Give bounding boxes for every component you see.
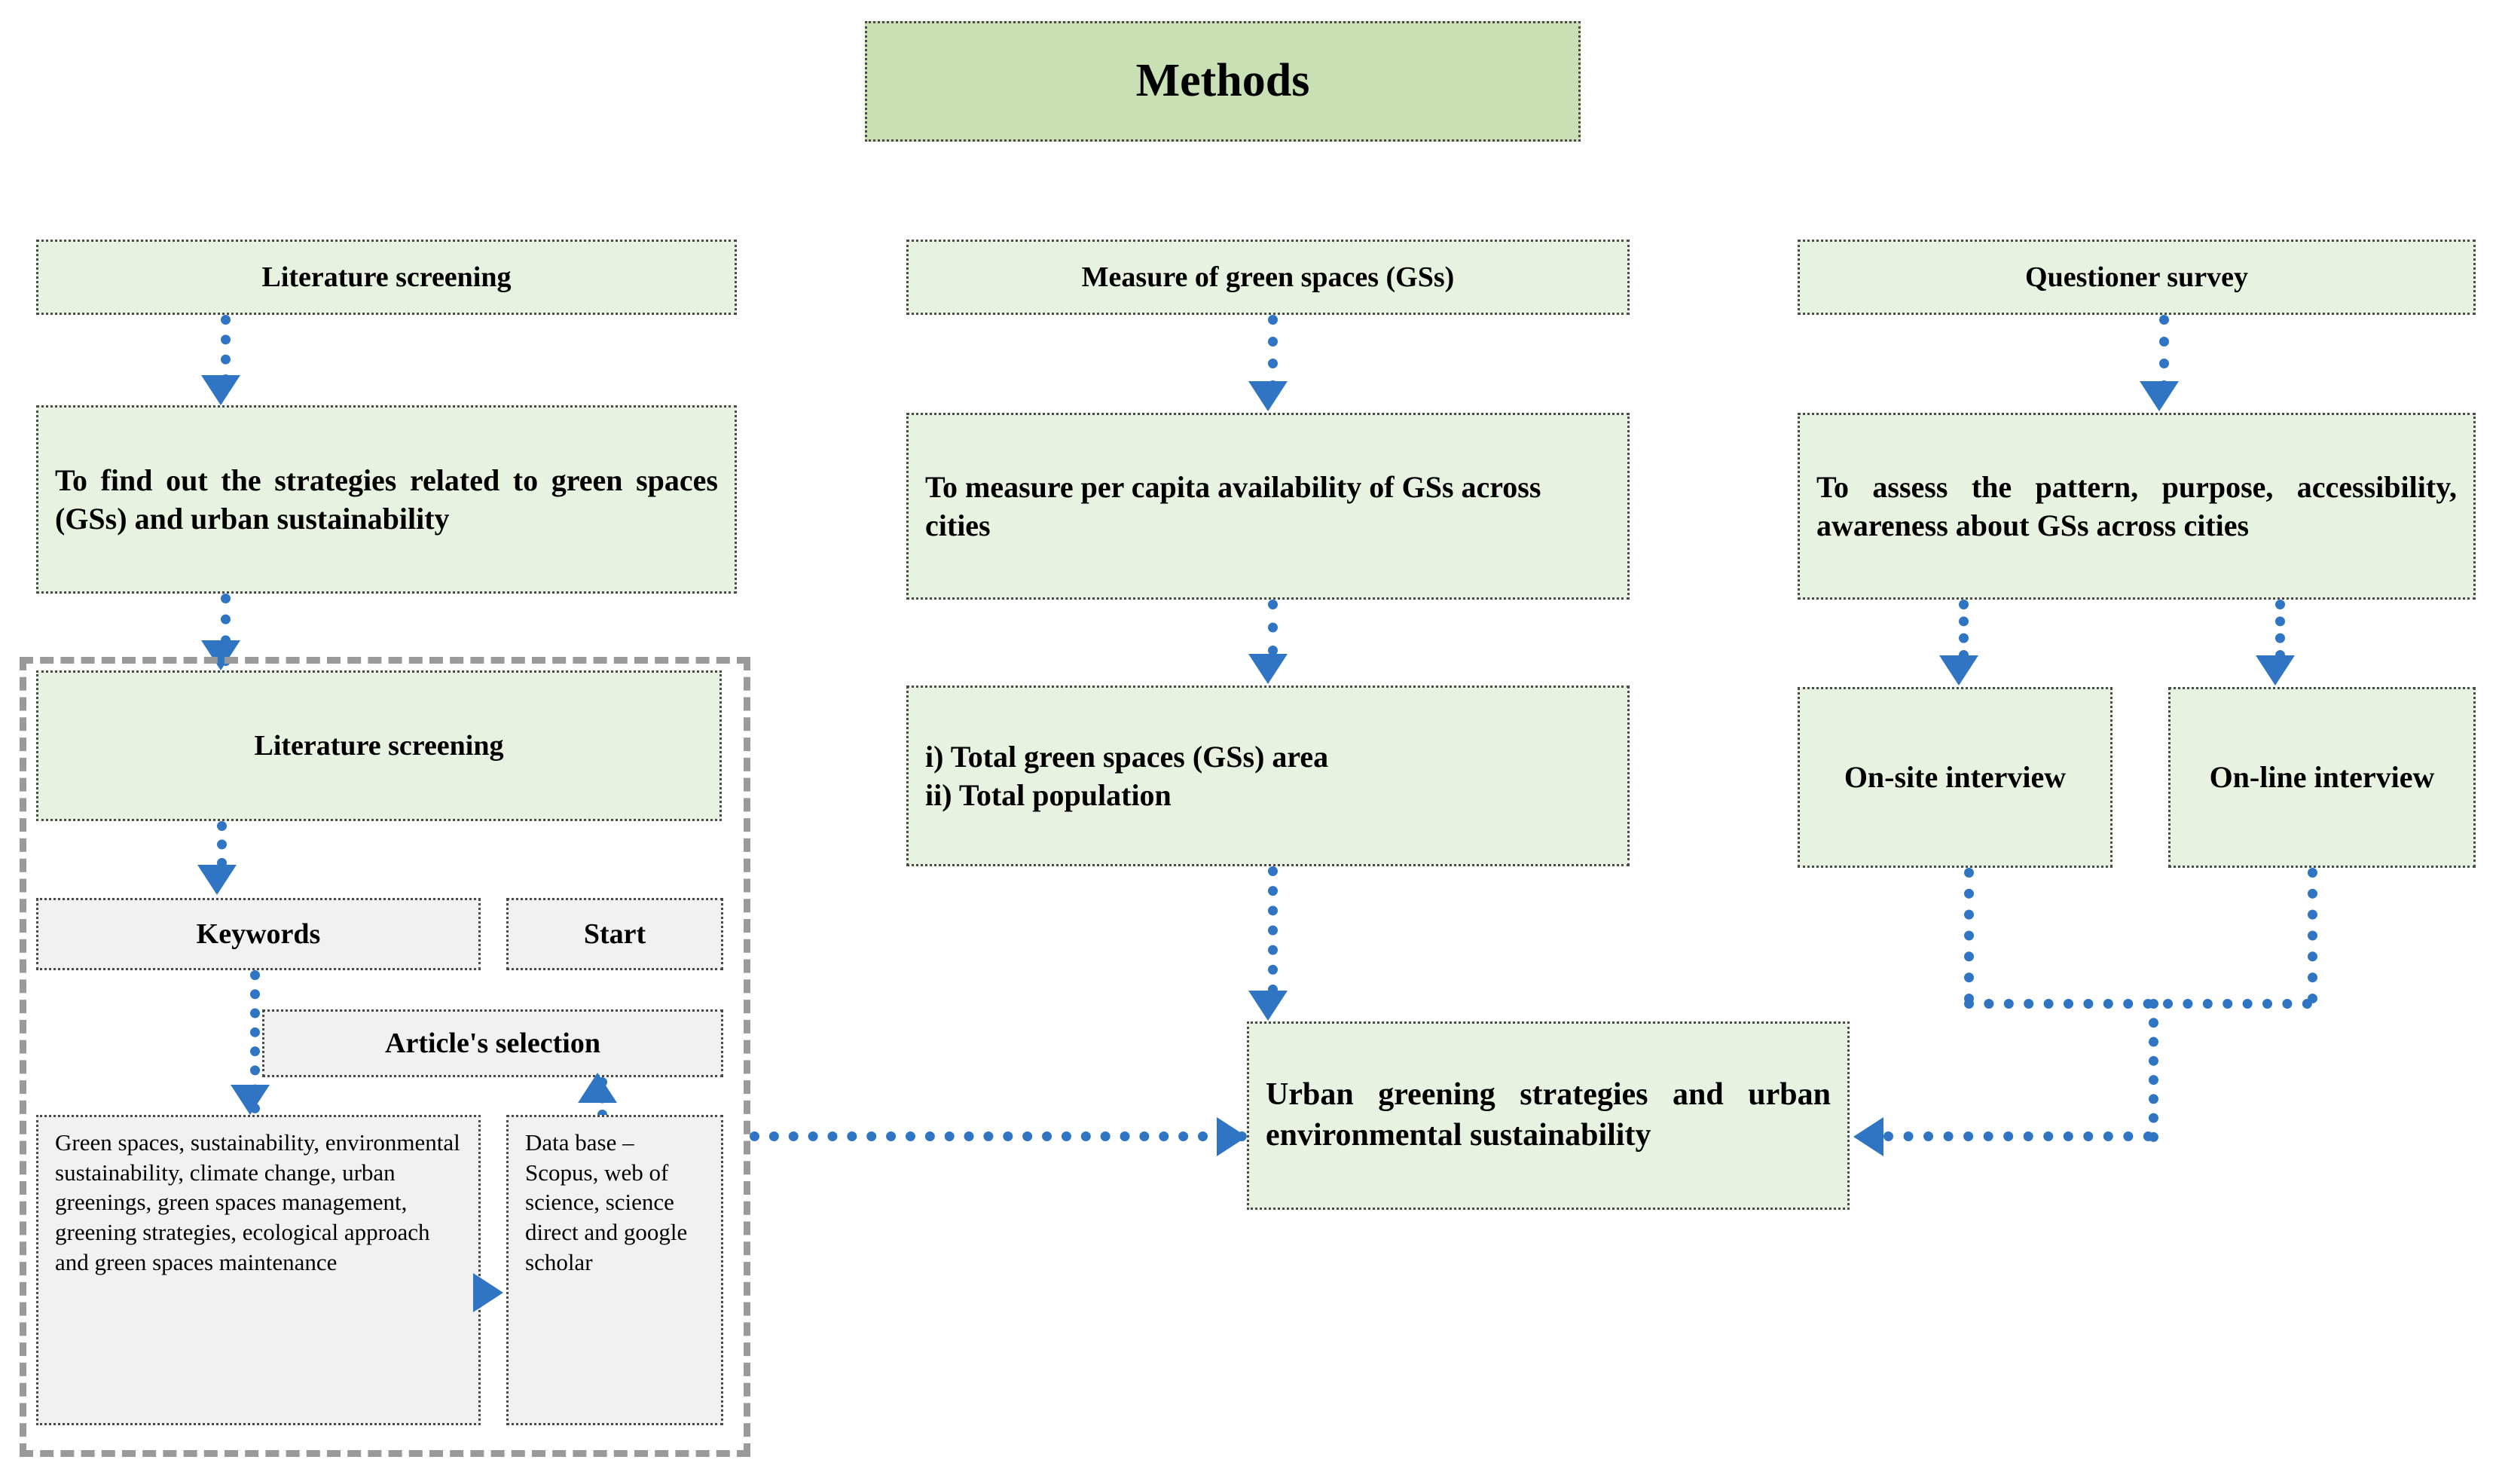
totals-line-1: i) Total green spaces (GSs) area	[925, 739, 1329, 774]
connector-questioner-to-objective	[2159, 315, 2169, 390]
arrowhead-left-icon	[1853, 1117, 1883, 1156]
arrowhead-down-icon	[201, 640, 240, 670]
node-literature-screening-top[interactable]: Literature screening	[36, 240, 737, 315]
arrowhead-down-icon	[1248, 381, 1288, 411]
connector-merge-down	[2149, 999, 2158, 1142]
connector-assess-to-online	[2275, 600, 2285, 660]
arrowhead-down-icon	[2140, 381, 2179, 411]
group-container-literature-screening	[20, 657, 750, 1457]
node-measure-green-spaces[interactable]: Measure of green spaces (GSs)	[906, 240, 1630, 315]
connector-merge-to-outcome	[1883, 1131, 2153, 1141]
connector-assess-to-onsite	[1959, 600, 1969, 660]
connector-objective-to-totals	[1268, 600, 1278, 655]
arrowhead-up-icon	[578, 1073, 617, 1103]
connector-online-down	[2308, 868, 2317, 1003]
node-assess-pattern[interactable]: To assess the pattern, purpose, accessib…	[1798, 413, 2476, 600]
arrowhead-down-icon	[1939, 655, 1978, 686]
connector-group-to-outcome	[750, 1131, 1247, 1141]
totals-line-2: ii) Total population	[925, 778, 1172, 812]
node-onsite-interview[interactable]: On-site interview	[1798, 687, 2113, 868]
connector-keywords-to-list	[250, 970, 260, 1113]
connector-totals-to-outcome	[1268, 866, 1278, 994]
node-keyword-list[interactable]: Green spaces, sustainability, environmen…	[36, 1115, 481, 1425]
arrowhead-right-icon	[1217, 1117, 1247, 1156]
node-urban-greening-outcome[interactable]: Urban greening strategies and urban envi…	[1247, 1021, 1850, 1210]
connector-lit2-to-keywords	[217, 821, 227, 868]
node-literature-screening-group[interactable]: Literature screening	[36, 670, 722, 821]
connector-measure-to-objective	[1268, 315, 1278, 390]
connector-onsite-down	[1964, 868, 1974, 1003]
node-article-selection[interactable]: Article's selection	[262, 1009, 723, 1077]
arrowhead-down-icon	[1248, 654, 1288, 684]
node-totals[interactable]: i) Total green spaces (GSs) area ii) Tot…	[906, 686, 1630, 866]
arrowhead-down-icon	[201, 375, 240, 405]
arrowhead-down-icon	[2256, 655, 2295, 686]
node-keywords[interactable]: Keywords	[36, 898, 481, 970]
node-find-strategies[interactable]: To find out the strategies related to gr…	[36, 405, 737, 594]
connector-lit-to-objective	[221, 315, 231, 384]
node-per-capita[interactable]: To measure per capita availability of GS…	[906, 413, 1630, 600]
node-database[interactable]: Data base – Scopus, web of science, scie…	[506, 1115, 723, 1425]
node-online-interview[interactable]: On-line interview	[2168, 687, 2476, 868]
arrowhead-down-icon	[1248, 991, 1288, 1021]
diagram-title: Methods	[865, 21, 1581, 142]
arrowhead-right-icon	[473, 1273, 503, 1312]
arrowhead-down-icon	[197, 865, 237, 895]
node-questioner-survey[interactable]: Questioner survey	[1798, 240, 2476, 315]
node-start[interactable]: Start	[506, 898, 723, 970]
connector-interviews-merge	[1964, 999, 2312, 1009]
arrowhead-down-icon	[231, 1085, 270, 1115]
